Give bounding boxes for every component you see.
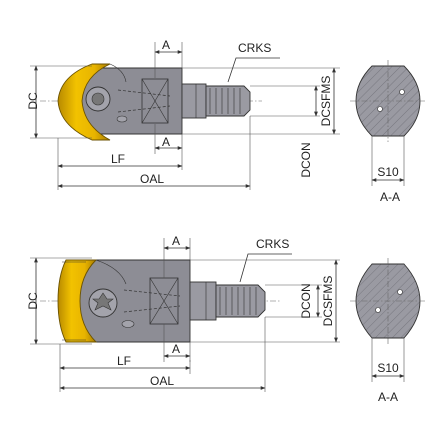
bottom-dc-label: DC (26, 292, 40, 310)
top-crks-label: CRKS (238, 41, 271, 55)
top-coolant-hole (116, 115, 128, 123)
top-insert (57, 63, 111, 141)
top-section-hole-1 (377, 106, 383, 112)
bottom-oal-label: OAL (150, 374, 174, 388)
top-tool-view: DC A A CRKS DCSFMS DCON LF OAL (26, 38, 426, 204)
top-wrench-flat (141, 78, 169, 124)
bottom-crks-label: CRKS (256, 237, 289, 251)
top-pocket-line (109, 63, 127, 83)
top-a-bottom-label: A (162, 135, 170, 149)
top-a-top-label: A (162, 38, 170, 52)
bottom-pocket-line (95, 259, 127, 285)
bottom-section-title: A-A (378, 390, 398, 404)
bottom-section-a-a: S10 A-A (350, 258, 426, 404)
bottom-lf-label: LF (117, 354, 131, 368)
top-section-title: A-A (380, 190, 400, 204)
bottom-coolant-line-2 (123, 305, 181, 313)
bottom-a-bottom-label: A (172, 342, 180, 356)
bottom-section-hole-1 (375, 307, 381, 313)
bottom-crks-leader (239, 253, 292, 283)
top-section-hole-2 (399, 89, 405, 95)
top-dcon-label: DCON (299, 142, 313, 177)
top-oal-label: OAL (140, 172, 164, 186)
top-coolant-line-1 (117, 89, 171, 97)
bottom-s10-label: S10 (377, 361, 399, 375)
bottom-shank-thread (215, 284, 266, 318)
bottom-dcon-label: DCON (299, 283, 313, 318)
bottom-section-hole-2 (397, 289, 403, 295)
top-thread-lines (209, 88, 241, 114)
bottom-coolant-hole (121, 320, 135, 328)
top-screw-socket-icon (91, 92, 105, 106)
top-s10-label: S10 (377, 165, 399, 179)
bottom-a-top-label: A (172, 234, 180, 248)
top-dcsfms-label: DCSFMS (319, 76, 333, 127)
top-coolant-line-2 (117, 105, 171, 113)
bottom-dcsfms-label: DCSFMS (321, 276, 335, 327)
bottom-insert-edges (62, 261, 86, 341)
bottom-screw-torx-icon (92, 292, 114, 311)
bottom-tool-view: DC A A CRKS DCON DCSFMS LF OAL (26, 234, 426, 404)
bottom-coolant-line-1 (123, 289, 181, 297)
top-lf-label: LF (111, 152, 125, 166)
bottom-flat-diag-2 (149, 277, 179, 325)
top-section-a-a: S10 A-A (350, 60, 426, 204)
bottom-insert (57, 259, 98, 343)
top-flat-diag-2 (141, 78, 169, 124)
bottom-thread-lines (219, 287, 257, 315)
top-dc-label: DC (26, 92, 40, 110)
top-shank-neck (181, 83, 207, 119)
bottom-shank-neck (189, 281, 217, 321)
top-crks-leader (227, 57, 280, 83)
